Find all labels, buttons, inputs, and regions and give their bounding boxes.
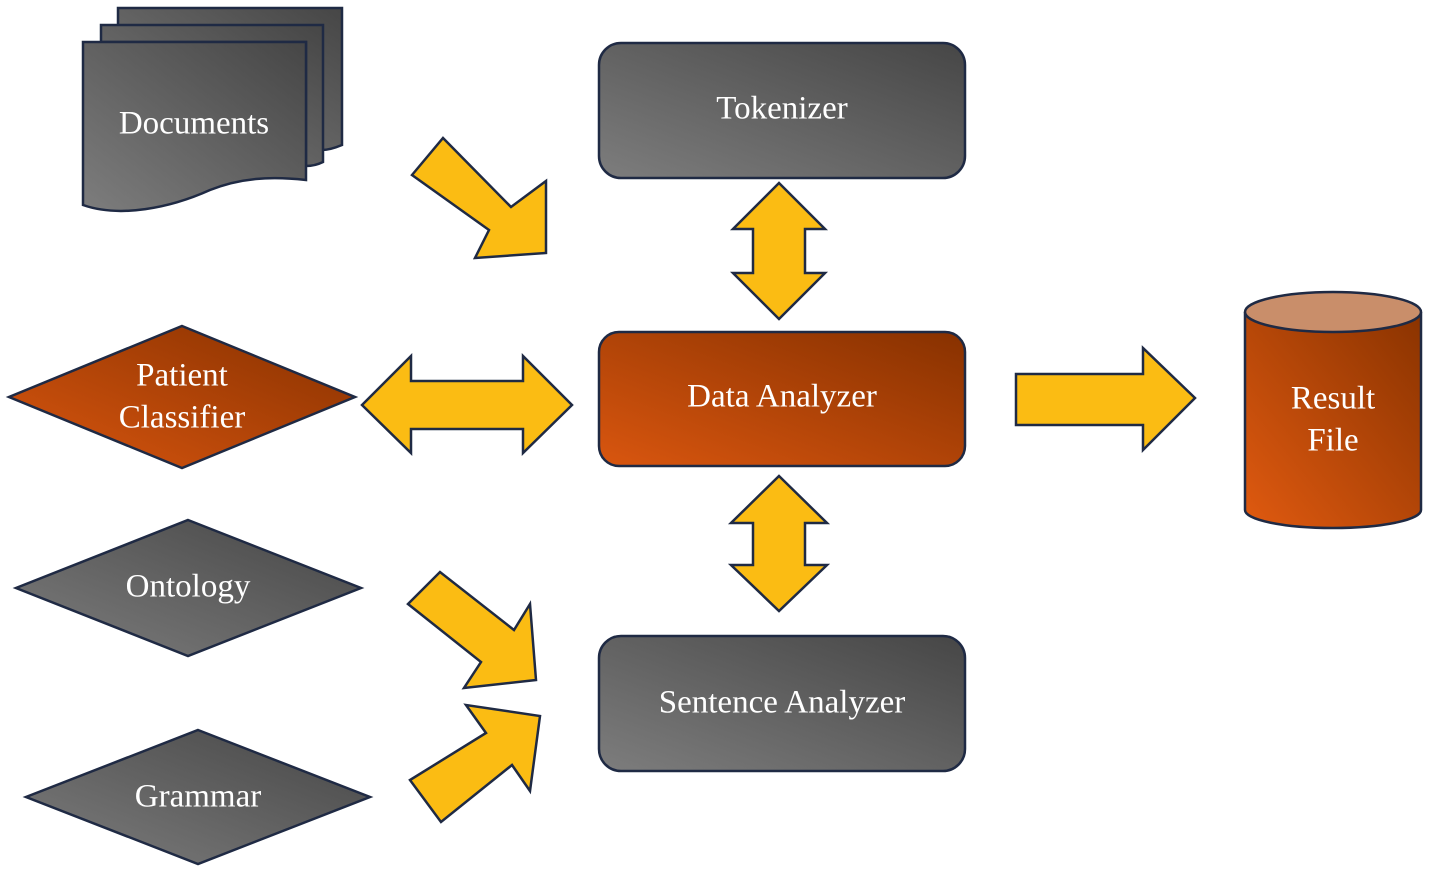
arrow-tokenizer-data-analyzer xyxy=(729,181,829,321)
patient-classifier-node: Patient Classifier xyxy=(5,324,359,470)
tokenizer-label: Tokenizer xyxy=(716,91,847,127)
grammar-label: Grammar xyxy=(135,779,261,815)
result-file-node: Result File xyxy=(1243,290,1423,530)
arrow-ontology-to-sentence-analyzer xyxy=(406,570,538,690)
documents-label: Documents xyxy=(119,106,269,142)
result-file-label-line2: File xyxy=(1307,423,1358,459)
arrow-data-analyzer-to-result-file xyxy=(1014,345,1197,454)
data-analyzer-label: Data Analyzer xyxy=(687,379,877,415)
grammar-node: Grammar xyxy=(22,728,374,866)
sentence-analyzer-label: Sentence Analyzer xyxy=(659,685,905,721)
documents-node: Documents xyxy=(81,6,344,213)
arrow-data-analyzer-sentence-analyzer xyxy=(727,474,831,613)
ontology-label: Ontology xyxy=(126,569,251,605)
arrow-grammar-to-sentence-analyzer xyxy=(408,703,542,824)
ontology-node: Ontology xyxy=(12,518,365,658)
sentence-analyzer-node: Sentence Analyzer xyxy=(597,634,967,773)
patient-classifier-label-line1: Patient xyxy=(136,358,228,394)
patient-classifier-label-line2: Classifier xyxy=(119,400,245,436)
tokenizer-node: Tokenizer xyxy=(597,41,967,180)
arrow-documents-to-data-analyzer xyxy=(410,136,548,260)
result-file-label-line1: Result xyxy=(1291,381,1375,417)
arrow-patient-classifier-data-analyzer xyxy=(360,352,574,456)
data-analyzer-node: Data Analyzer xyxy=(597,330,967,468)
